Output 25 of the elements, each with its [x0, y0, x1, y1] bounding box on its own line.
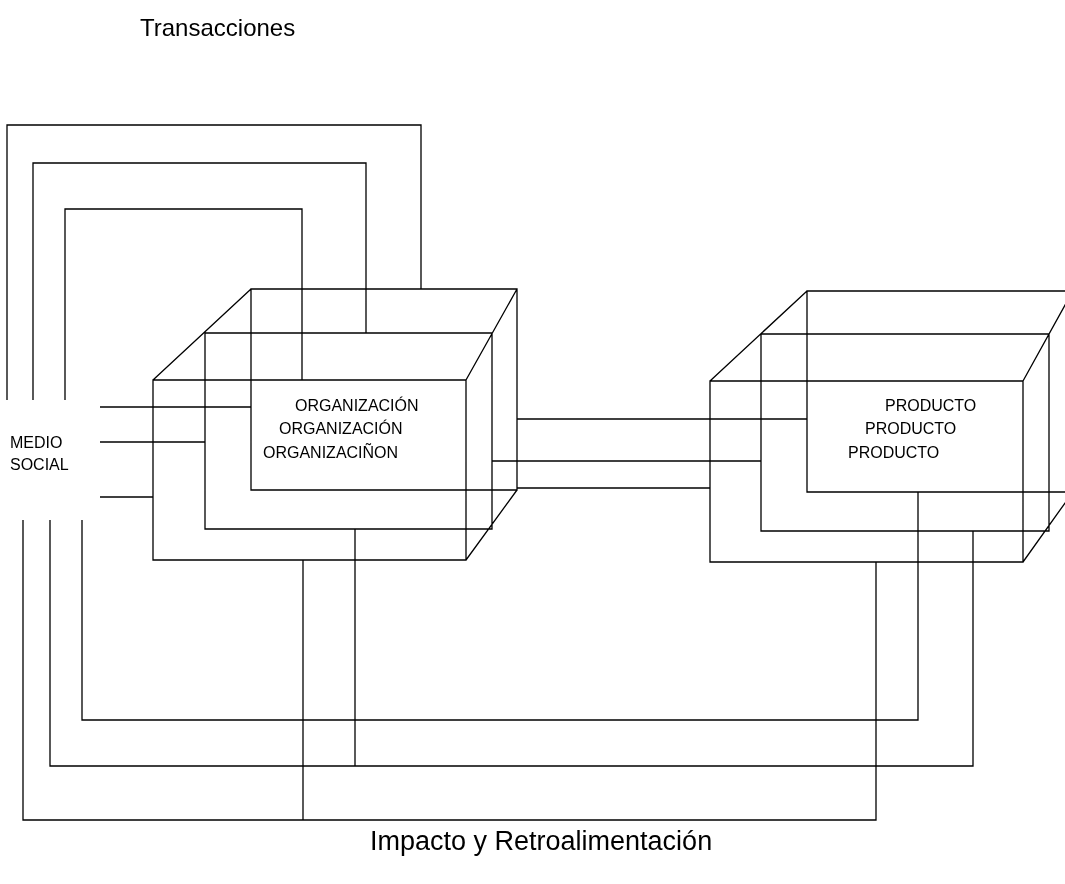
connector-line — [516, 418, 711, 420]
connector-line — [99, 496, 154, 498]
connector-line — [6, 124, 422, 401]
connector-line — [516, 487, 711, 489]
connector-line — [99, 406, 154, 408]
connector-line — [354, 559, 356, 767]
connector-line — [22, 519, 304, 821]
node-label: PRODUCTO — [865, 420, 957, 438]
node-label: ORGANIZACIÓN — [295, 397, 419, 415]
connector-line — [49, 519, 356, 767]
section-label: Impacto y Retroalimentación — [370, 826, 713, 857]
node-label: MEDIO SOCIAL — [5, 400, 100, 520]
node-label: PRODUCTO — [848, 444, 940, 462]
connector-line — [354, 561, 974, 767]
connector-line — [32, 162, 367, 401]
connector-line — [64, 208, 303, 401]
section-label: Transacciones — [140, 14, 296, 42]
connector-line — [302, 559, 304, 821]
connector-line — [302, 561, 877, 821]
node-label: PRODUCTO — [885, 397, 977, 415]
connector-line — [99, 441, 154, 443]
node-label: ORGANIZACIÓN — [279, 420, 403, 438]
connector-line — [81, 519, 919, 721]
node-label: ORGANIZACIÑON — [263, 444, 399, 462]
connector-line — [516, 460, 711, 462]
